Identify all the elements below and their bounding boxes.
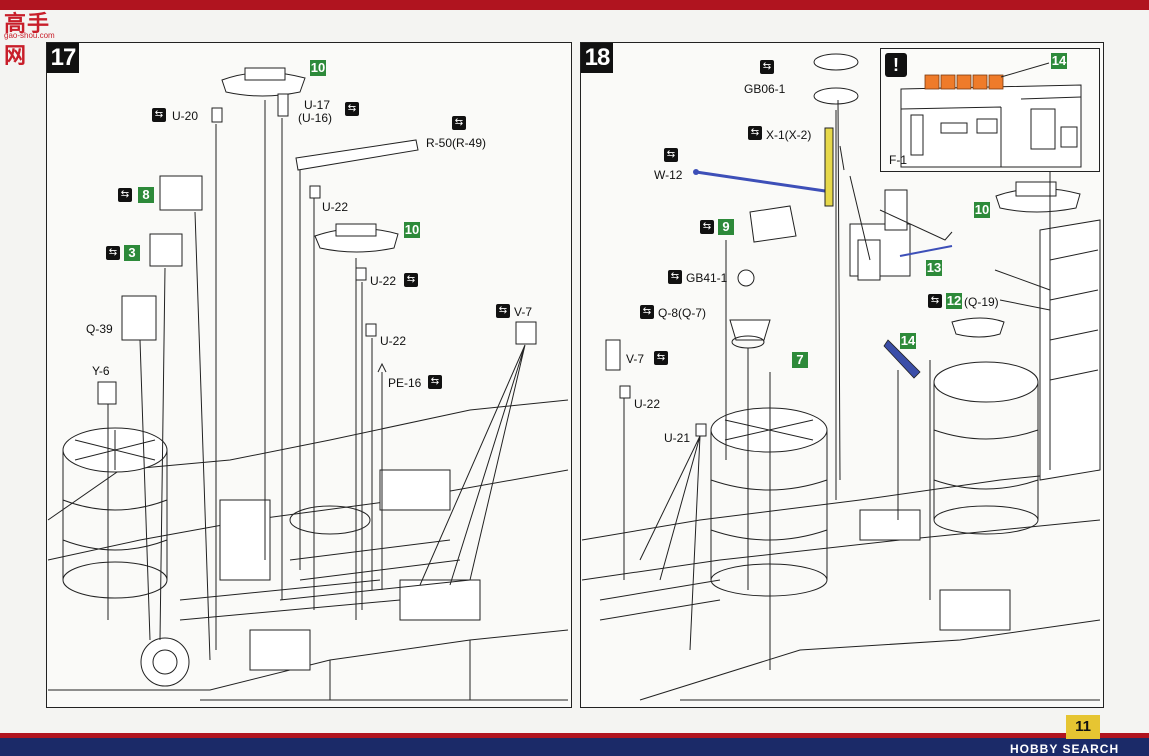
assembly-icon: ⇆	[928, 294, 942, 308]
part-label-u22-b: U-22	[370, 274, 397, 288]
bottom-red-band	[0, 733, 1149, 738]
assembly-icon: ⇆	[428, 375, 442, 389]
part-label-u21: U-21	[664, 431, 691, 445]
part-label-pe16: PE-16	[388, 376, 422, 390]
watermark-brand: 高手网	[4, 11, 51, 68]
green-ref-14-inset: 14	[1051, 53, 1067, 69]
part-label-v7-18: V-7	[626, 352, 645, 366]
green-ref-9: 9	[718, 219, 734, 235]
part-label-f1: F-1	[889, 153, 907, 167]
part-label-q19: (Q-19)	[964, 295, 999, 309]
part-label-u17: U-17	[304, 98, 331, 112]
green-ref-12: 12	[946, 293, 962, 309]
assembly-icon: ⇆	[106, 246, 120, 260]
assembly-icon: ⇆	[654, 351, 668, 365]
part-label-gb41: GB41-1	[686, 271, 728, 285]
part-label-u16: (U-16)	[298, 111, 333, 125]
watermark-url: gao-shou.com	[4, 31, 55, 40]
green-ref-7: 7	[792, 352, 808, 368]
green-ref-3: 3	[124, 245, 140, 261]
inset-drawing	[900, 62, 1082, 168]
part-label-r50: R-50(R-49)	[426, 136, 487, 150]
part-label-q8: Q-8(Q-7)	[658, 306, 706, 320]
green-ref-13: 13	[926, 260, 942, 276]
assembly-icon: ⇆	[664, 148, 678, 162]
green-ref-10-top: 10	[310, 60, 326, 76]
assembly-icon: ⇆	[668, 270, 682, 284]
bottom-blue-band	[0, 738, 1149, 756]
green-ref-10-18: 10	[974, 202, 990, 218]
top-white-band	[0, 10, 1149, 16]
warning-icon: !	[885, 53, 907, 77]
step-17-number: 17	[47, 43, 79, 73]
part-label-u22-18: U-22	[634, 397, 661, 411]
assembly-icon: ⇆	[118, 188, 132, 202]
part-label-u22-c: U-22	[380, 334, 407, 348]
part-label-q39: Q-39	[86, 322, 113, 336]
part-label-u20: U-20	[172, 109, 199, 123]
part-label-gb06: GB06-1	[744, 82, 786, 96]
top-red-band	[0, 0, 1149, 10]
green-ref-14: 14	[900, 333, 916, 349]
assembly-icon: ⇆	[700, 220, 714, 234]
green-ref-8: 8	[138, 187, 154, 203]
assembly-icon: ⇆	[640, 305, 654, 319]
step-18-number: 18	[581, 43, 613, 73]
part-label-x1: X-1(X-2)	[766, 128, 812, 142]
assembly-icon: ⇆	[496, 304, 510, 318]
part-label-w12: W-12	[654, 168, 683, 182]
detail-inset: ! 14 F-1	[880, 48, 1100, 172]
assembly-icon: ⇆	[152, 108, 166, 122]
assembly-icon: ⇆	[452, 116, 466, 130]
footer-brand: HOBBY SEARCH	[1010, 742, 1120, 756]
part-label-u22-a: U-22	[322, 200, 349, 214]
page-number: 11	[1066, 715, 1100, 739]
part-label-v7-17: V-7	[514, 305, 533, 319]
part-label-y6: Y-6	[92, 364, 110, 378]
assembly-icon: ⇆	[760, 60, 774, 74]
assembly-icon: ⇆	[748, 126, 762, 140]
watermark-logo: 高手网 gao-shou.com	[4, 6, 70, 68]
assembly-icon: ⇆	[404, 273, 418, 287]
green-ref-10-mid: 10	[404, 222, 420, 238]
assembly-icon: ⇆	[345, 102, 359, 116]
